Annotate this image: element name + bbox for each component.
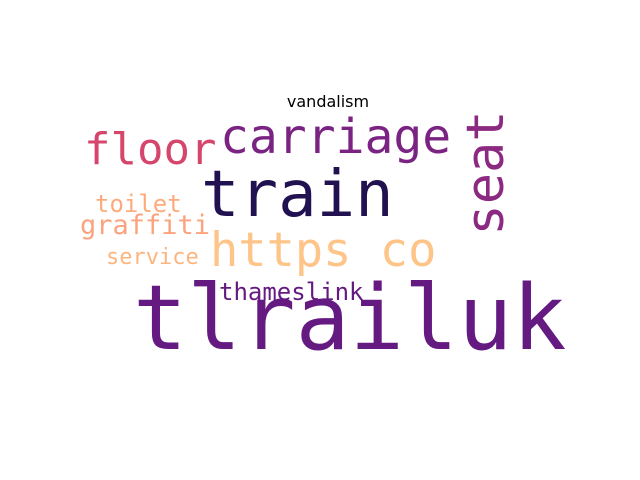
- word-carriage: carriage: [220, 109, 452, 165]
- word-floor: floor: [84, 124, 217, 175]
- word-service: service: [106, 245, 199, 270]
- word-graffiti: graffiti: [80, 210, 211, 241]
- word-thameslink: thameslink: [219, 278, 364, 306]
- word-https-co: https co: [210, 223, 437, 278]
- word-toilet: toilet: [95, 190, 182, 218]
- chart-title: vandalism: [286, 92, 370, 111]
- word-seat: seat: [456, 110, 516, 236]
- word-train: train: [201, 158, 394, 232]
- word-tlrailuk: tlrailuk: [133, 266, 567, 371]
